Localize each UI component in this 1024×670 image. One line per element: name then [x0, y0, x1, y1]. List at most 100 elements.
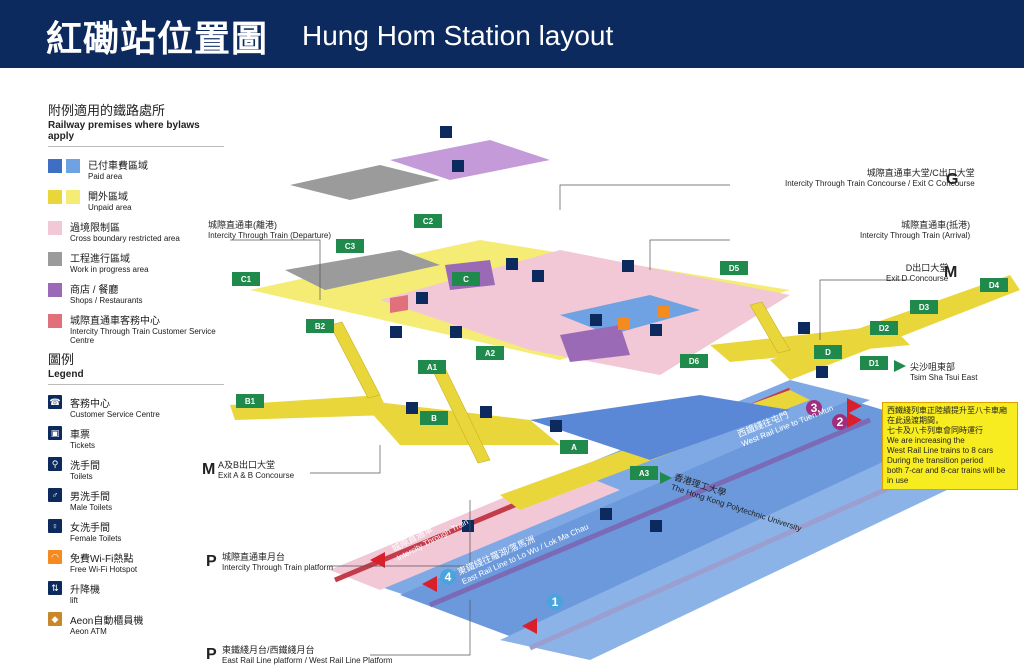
notice-en-line: West Rail Line trains to 8 cars — [887, 446, 994, 455]
stairs — [329, 301, 791, 464]
callout-level-g: G — [946, 171, 959, 188]
exit-badge-label: B2 — [315, 322, 326, 331]
callout-itt-platform: 城際直通車月台 Intercity Through Train platform — [222, 552, 333, 572]
g-concourse-level — [250, 240, 790, 375]
callout-level-p-itt: P — [206, 553, 217, 570]
leader-line — [310, 445, 381, 474]
track — [429, 417, 871, 608]
lift-icon — [440, 126, 452, 138]
callout-zh: 東鐵綫月台/西鐵綫月台 — [222, 645, 315, 655]
exit-badge-c3: C3 — [336, 239, 364, 253]
platform-number: 2 — [837, 415, 844, 429]
legend-en: Female Toilets — [70, 534, 122, 543]
arrow-icon — [660, 472, 672, 484]
notice-en-line: During the transition period — [887, 456, 984, 465]
platform-badge-4: 4 — [440, 569, 456, 585]
ticket-icon: ▣ — [48, 426, 62, 440]
platform-badge-1: 1 — [547, 594, 563, 610]
premises-en: Work in progress area — [70, 265, 149, 274]
customer-service-icon — [816, 366, 828, 378]
callout-level-p-rail: P — [206, 646, 217, 663]
customer-service-icon: ☎ — [48, 395, 62, 409]
work-in-progress-area — [290, 165, 440, 200]
shop-block — [560, 325, 630, 362]
customer-service-icon — [480, 406, 492, 418]
female-toilet-icon — [416, 292, 428, 304]
legend-zh: 洗手間 — [70, 461, 100, 472]
premises-en: Intercity Through Train Customer Service… — [70, 327, 216, 345]
exit-badge-d3: D3 — [910, 300, 938, 314]
shop-block — [390, 140, 550, 180]
wifi-icon — [658, 306, 670, 318]
premises-heading-en: Railway premises where bylaws apply — [48, 120, 200, 142]
legend-en: Tickets — [70, 441, 96, 450]
platform-number: 1 — [552, 595, 559, 609]
title-english: Hung Hom Station layout — [302, 20, 614, 51]
wifi-icon: ◠ — [48, 550, 62, 564]
male-toilet-icon — [506, 258, 518, 270]
callout-zh: 城際直通車(離港) — [208, 220, 277, 230]
leader-line — [330, 500, 471, 567]
stair — [749, 301, 791, 354]
lift-icon — [406, 402, 418, 414]
exit-badge-d2: D2 — [870, 321, 898, 335]
legend-en: Customer Service Centre — [70, 410, 160, 419]
exit-badge-b: B — [420, 411, 448, 425]
arrow-icon — [370, 552, 385, 568]
exit-badge-label: D2 — [879, 324, 890, 333]
color-swatch — [48, 252, 62, 266]
callout-exit-ab: A及B出口大堂 Exit A & B Concourse — [218, 460, 294, 480]
exit-badge-label: B1 — [245, 397, 256, 406]
color-swatch — [48, 190, 62, 204]
customer-service-icon — [798, 322, 810, 334]
exit-badge-label: A2 — [485, 349, 496, 358]
tickets-icon — [590, 314, 602, 326]
legend-zh: 男洗手間 — [70, 492, 110, 503]
exit-badge-d5: D5 — [720, 261, 748, 275]
callout-en: East Rail Line platform / West Rail Line… — [222, 655, 393, 665]
toilets-icon: ⚲ — [48, 457, 62, 471]
callout-zh: 城際直通車大堂/C出口大堂 — [866, 168, 975, 178]
callout-zh: 尖沙咀東部 — [910, 362, 956, 372]
female-toilet-icon: ♀ — [48, 519, 62, 533]
platform-badge-2: 2 — [832, 414, 848, 430]
exit-badge-a: A — [560, 440, 588, 454]
itt-platform — [330, 470, 620, 590]
premises-zh: 過境限制區 — [70, 223, 120, 234]
exit-badge-b1: B1 — [236, 394, 264, 408]
exit-badge-label: B — [431, 414, 437, 423]
premises-en: Unpaid area — [88, 203, 132, 212]
color-swatch — [66, 190, 80, 204]
exit-badge-a1: A1 — [418, 360, 446, 374]
premises-zh: 已付車費區域 — [88, 161, 148, 172]
callout-en: Intercity Through Train (Arrival) — [860, 230, 971, 240]
platform-slab — [400, 400, 950, 640]
exit-d-walkway — [710, 325, 910, 362]
exit-badge-c2: C2 — [414, 214, 442, 228]
callout-en: Intercity Through Train platform — [222, 562, 334, 572]
callout-departure: 城際直通車(離港) Intercity Through Train (Depar… — [208, 220, 331, 240]
notice-en-line: We are increasing the — [887, 436, 965, 445]
exit-badge-d4: D4 — [980, 278, 1008, 292]
leader-lines — [230, 184, 910, 656]
lift-icon — [600, 508, 612, 520]
arrow-icon — [522, 618, 537, 634]
exit-badge-label: D4 — [989, 281, 1000, 290]
lift-icon — [650, 520, 662, 532]
platform-badge-3: 3 — [806, 400, 822, 416]
legend-heading-en: Legend — [48, 369, 84, 380]
divider — [48, 384, 224, 385]
